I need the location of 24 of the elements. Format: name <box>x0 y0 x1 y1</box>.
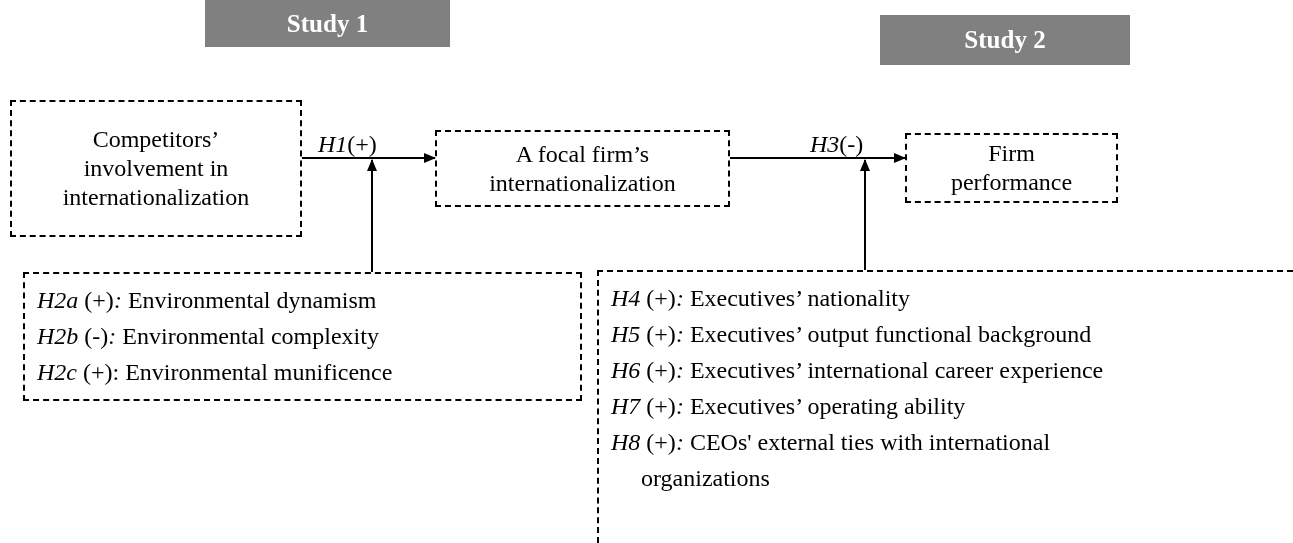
node-text: Firm performance <box>950 139 1073 197</box>
arrow <box>729 153 906 163</box>
arrow <box>301 153 436 163</box>
dashed-box <box>597 270 1293 543</box>
dashed-box <box>435 130 730 207</box>
hypothesis-text: H5 (+): Executives’ output functional background <box>611 320 1093 349</box>
hypothesis-text: H4 (+): Executives’ nationality <box>611 284 912 313</box>
section-header <box>205 0 450 47</box>
hypothesis-text: H2c (+): Environmental munificence <box>37 358 394 387</box>
header-text: Study 1 <box>286 9 369 38</box>
dashed-box <box>10 100 302 237</box>
dashed-box <box>905 133 1118 203</box>
node-text: A focal firm’s internationalization <box>488 139 677 198</box>
hypothesis-text: H7 (+): Executives’ operating ability <box>611 392 967 421</box>
arrow <box>860 159 870 271</box>
hypothesis-text: H8 (+): CEOs' external ties with international organizations <box>611 428 1052 493</box>
header-text: Study 2 <box>964 26 1046 54</box>
hypothesis-text: H2b (-): Environmental complexity <box>37 322 380 351</box>
arrow <box>367 159 377 273</box>
hypothesis-text: H6 (+): Executives’ international career experience <box>611 356 1105 385</box>
hypothesis-text: H2a (+): Environmental dynamism <box>37 286 378 315</box>
dashed-box <box>23 272 582 401</box>
section-header <box>880 15 1130 65</box>
node-text: Competitors’ involvement in internationalization <box>61 125 251 212</box>
